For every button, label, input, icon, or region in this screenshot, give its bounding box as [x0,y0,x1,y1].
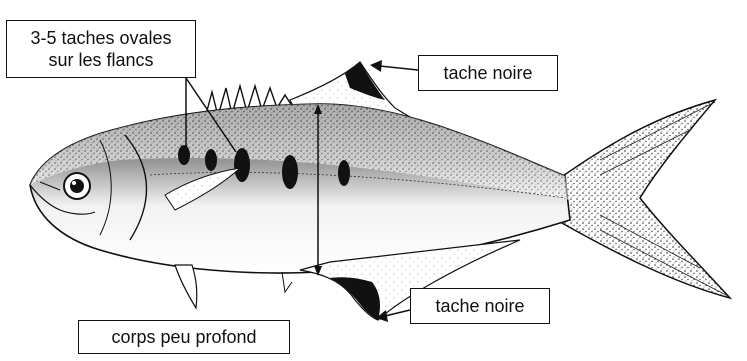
label-anal-black-spot: tache noire [410,288,550,324]
label-flank-spots: 3-5 taches ovales sur les flancs [6,20,196,78]
label-dorsal-black-spot: tache noire [418,55,558,91]
flank-spot [234,148,250,182]
label-flank-spots-line2: sur les flancs [7,49,195,71]
flank-spot [178,145,190,165]
label-body-depth: corps peu profond [78,320,290,354]
label-flank-spots-line1: 3-5 taches ovales [7,27,195,49]
flank-spot [205,149,217,171]
flank-spot [338,160,350,186]
pelvic-fin [175,265,197,308]
flank-spot [282,155,298,189]
caudal-fin [560,100,730,298]
